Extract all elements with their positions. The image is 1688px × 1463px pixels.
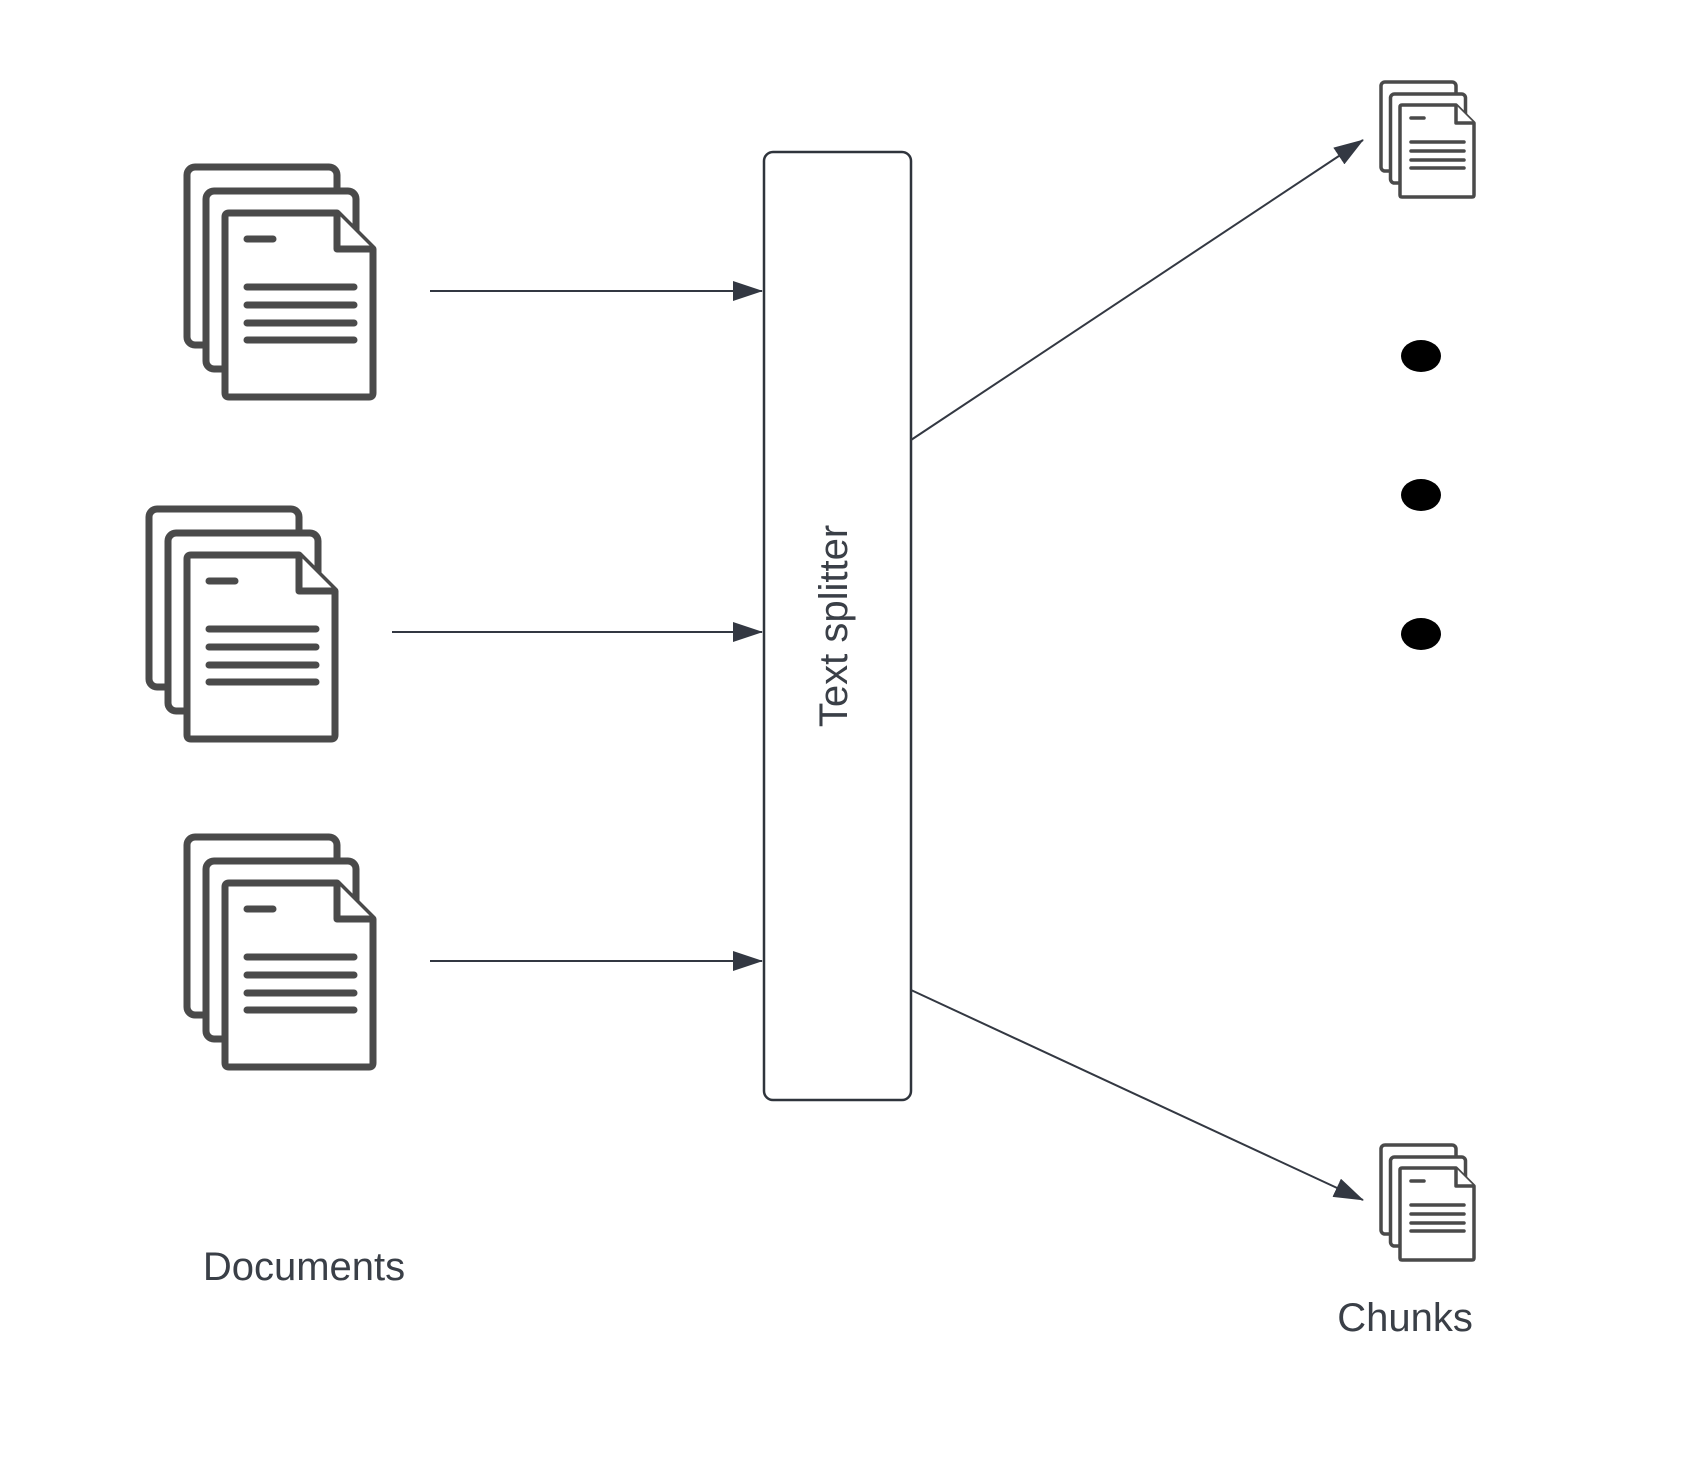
ellipsis-dot-2 [1401,479,1441,511]
chunk-stack-icon-bottom [1379,1143,1476,1262]
document-stack-icon-3 [187,837,373,1067]
document-stack-icon-2 [149,509,335,739]
arrow-splitter-to-chunk-top [910,139,1364,441]
ellipsis-dot-1 [1401,340,1441,372]
ellipsis-dot-3 [1401,618,1441,650]
documents-label: Documents [203,1245,405,1289]
chunks-label: Chunks [1337,1296,1473,1340]
chunk-stack-icon-top [1379,80,1476,199]
arrow-splitter-to-chunk-bottom [910,989,1364,1201]
text-splitter-box [762,150,913,1102]
vertical-ellipsis-dots [1401,340,1441,650]
document-stack-icon-1 [187,167,373,397]
text-splitter-label: Text splitter [812,525,856,727]
